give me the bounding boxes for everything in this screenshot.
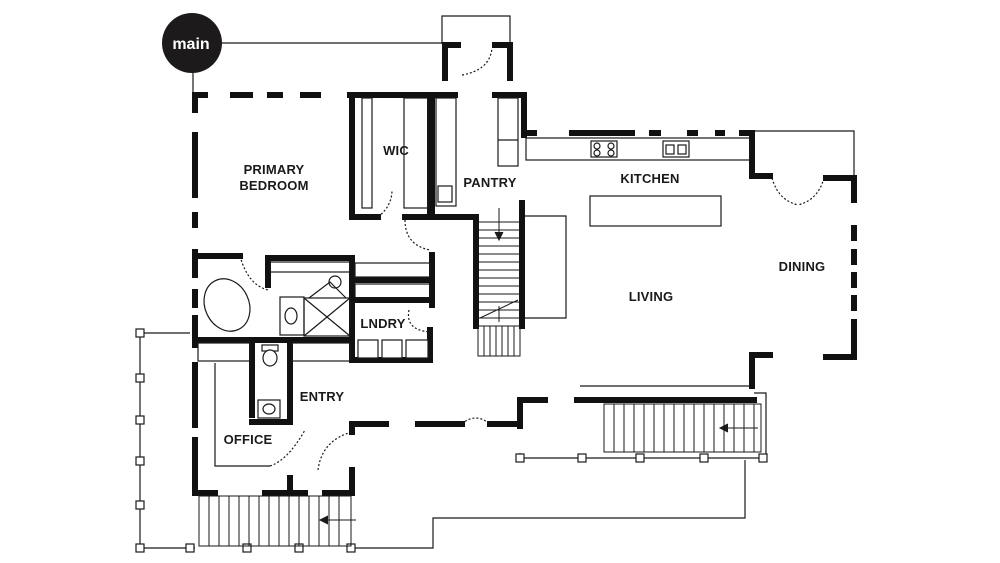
room-label-office: OFFICE: [224, 432, 273, 447]
bathtub: [203, 278, 251, 332]
walls: [192, 42, 857, 496]
room-labels: PRIMARY BEDROOM WIC PANTRY KITCHEN DININ…: [224, 143, 826, 447]
door-swings: [239, 47, 825, 471]
room-label-dining: DINING: [779, 259, 826, 274]
room-label-living: LIVING: [629, 289, 674, 304]
right-exterior-stairs: [603, 403, 762, 453]
cabinetry: [197, 97, 751, 362]
room-label-entry: ENTRY: [300, 389, 345, 404]
level-badge-label: main: [172, 36, 209, 53]
kitchen-island: [589, 195, 722, 227]
deck-posts: [135, 328, 768, 553]
room-label-primary-bedroom-line2: BEDROOM: [239, 178, 308, 193]
room-label-wic: WIC: [383, 143, 409, 158]
room-label-kitchen: KITCHEN: [620, 171, 679, 186]
thin-outlines: [139, 15, 855, 549]
level-badge-circle: [162, 13, 222, 73]
fixtures: [203, 140, 722, 419]
room-label-primary-bedroom-line1: PRIMARY: [244, 162, 305, 177]
level-badge: main: [162, 13, 445, 93]
room-label-pantry: PANTRY: [463, 175, 516, 190]
interior-stairs: [477, 208, 521, 357]
room-label-laundry: LNDRY: [360, 316, 405, 331]
bottom-exterior-stairs: [198, 495, 356, 547]
